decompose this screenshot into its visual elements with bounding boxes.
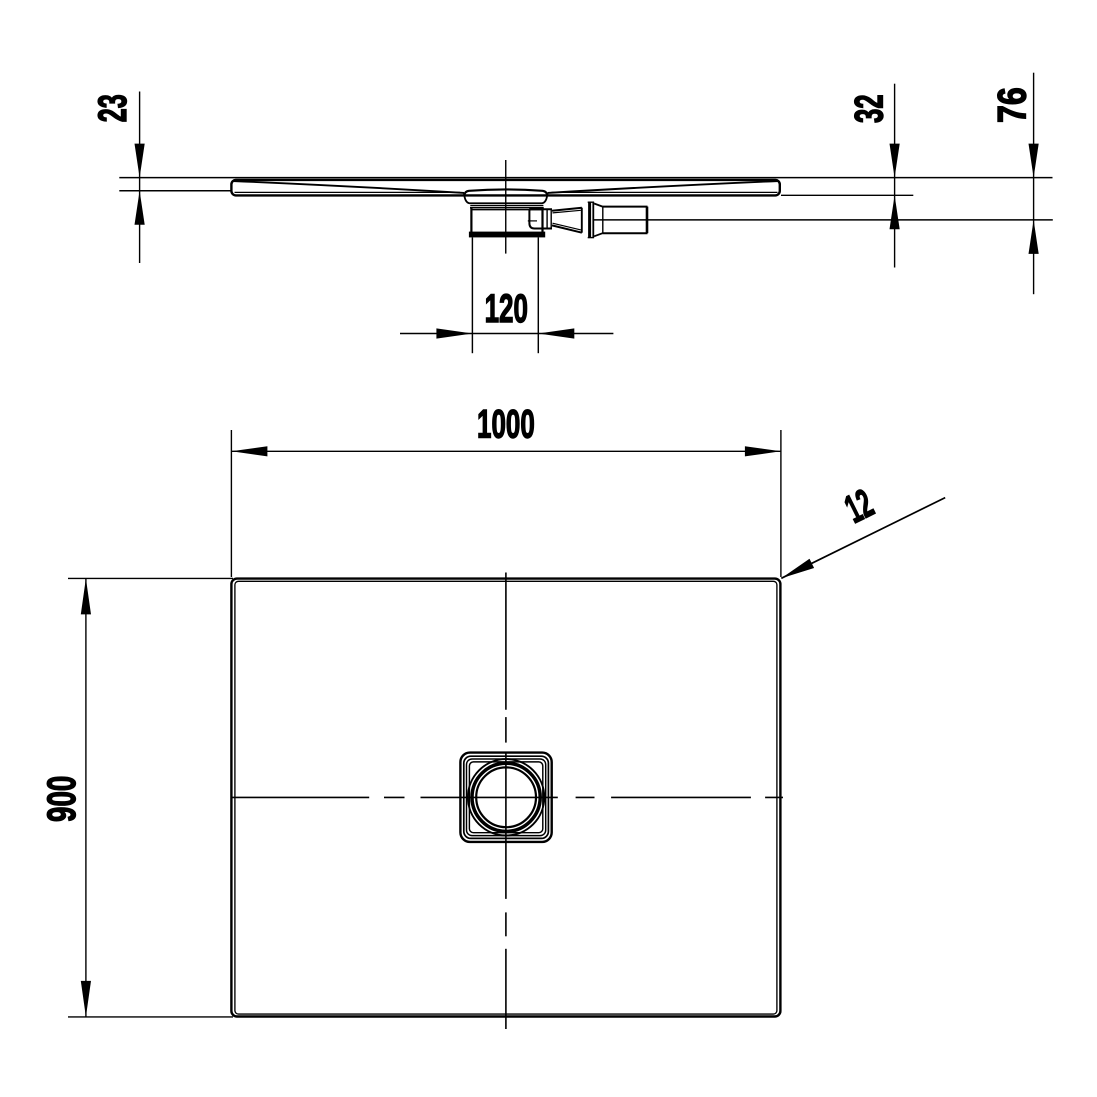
svg-text:23: 23 (91, 94, 135, 122)
svg-text:76: 76 (989, 87, 1034, 123)
svg-text:900: 900 (40, 776, 84, 822)
svg-text:1000: 1000 (477, 402, 535, 447)
svg-text:120: 120 (485, 286, 528, 331)
svg-text:32: 32 (848, 94, 892, 123)
